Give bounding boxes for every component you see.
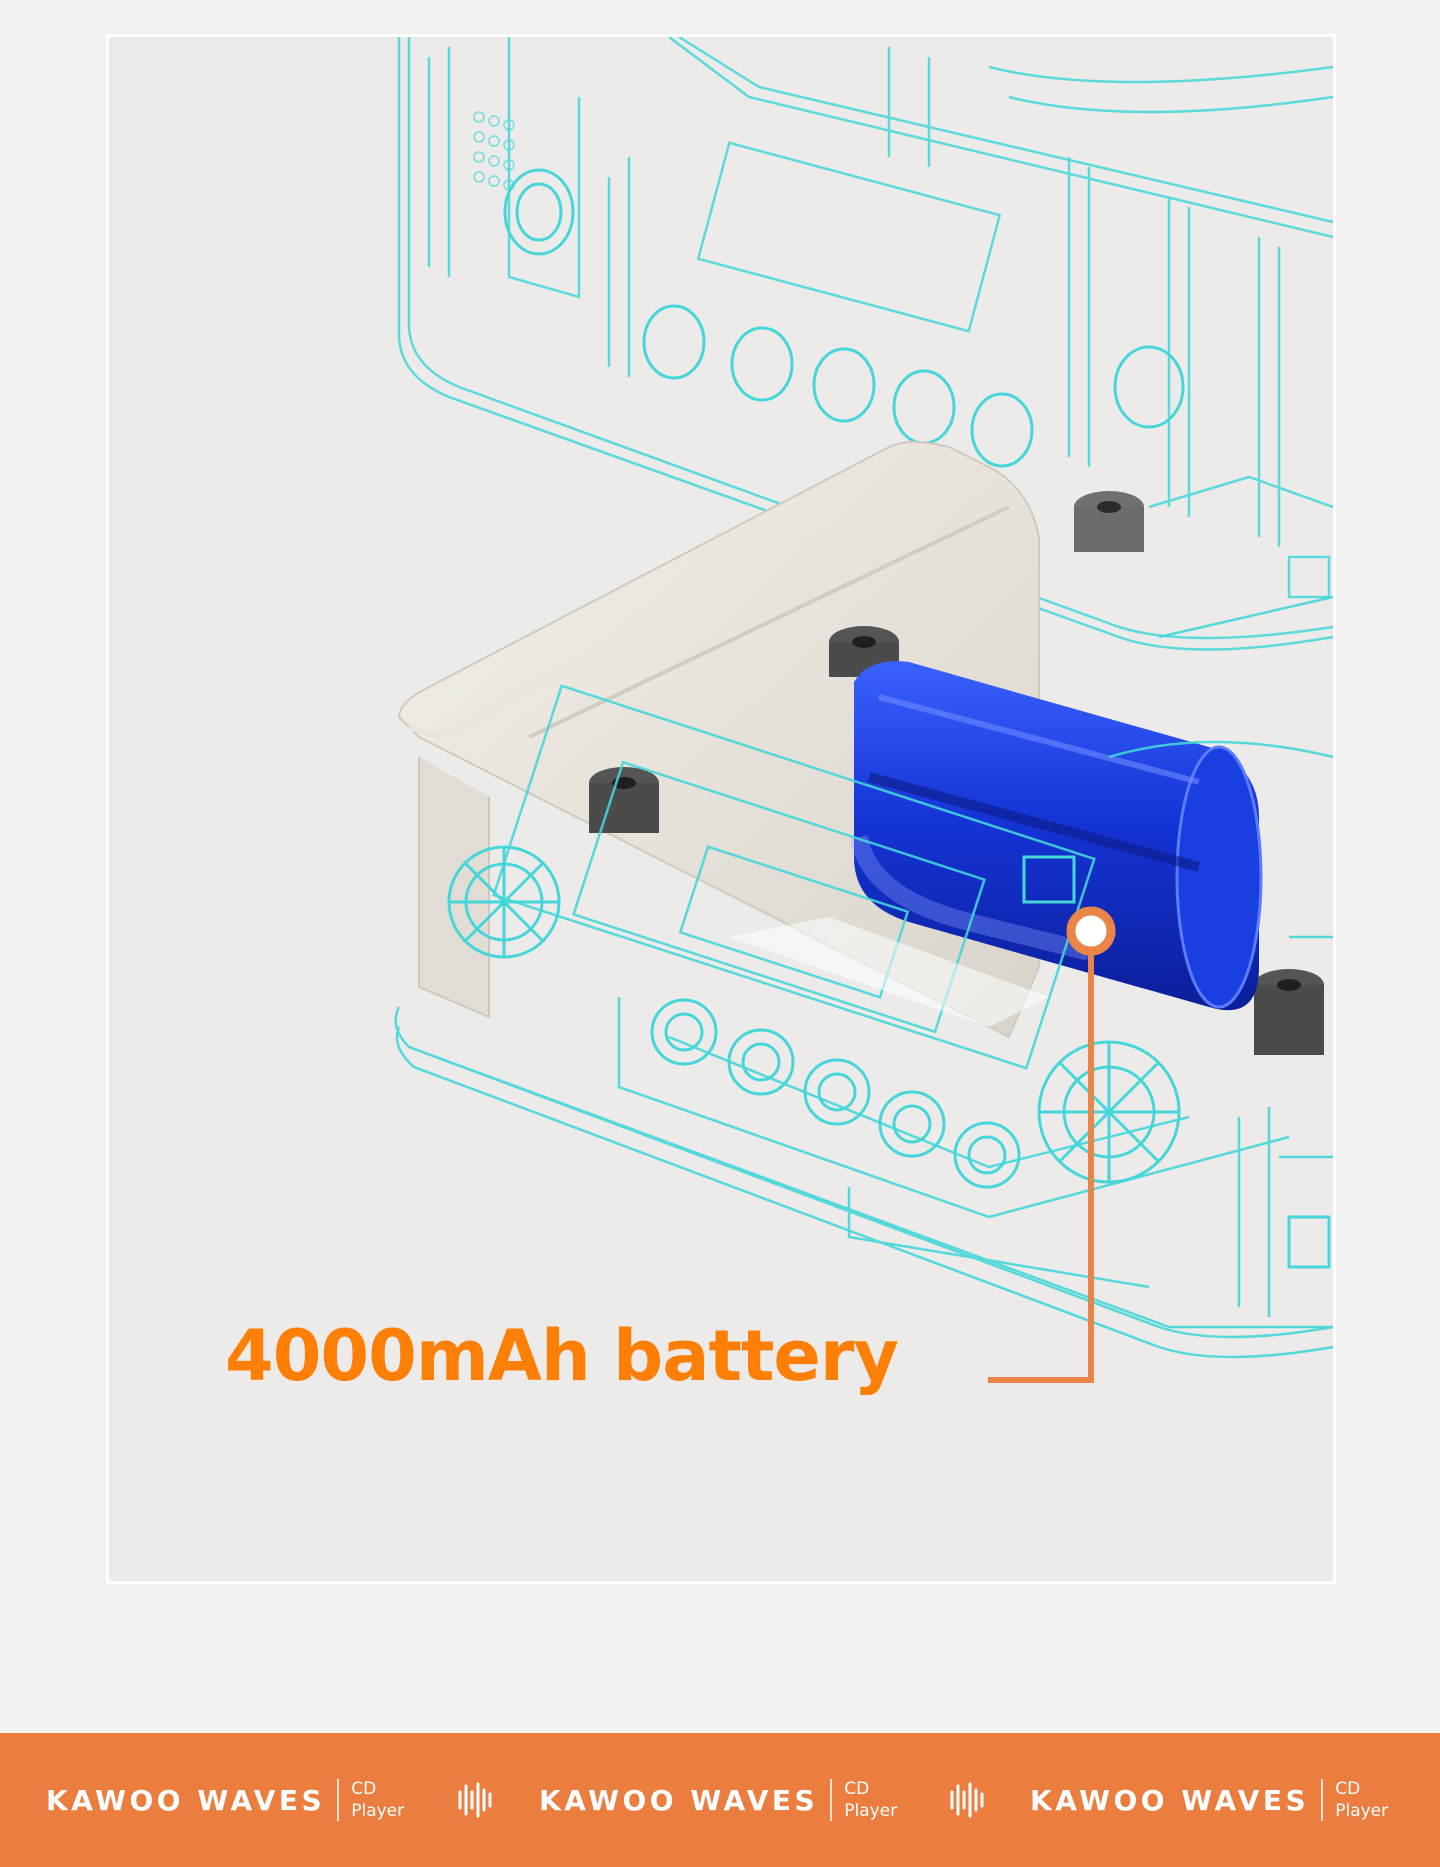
brand-sub-line2: Player	[844, 1801, 898, 1821]
upper-housing-holes	[503, 168, 1185, 468]
brand-divider	[337, 1779, 340, 1821]
brand-sub-line1: CD	[844, 1779, 870, 1799]
brand-sub-line1: CD	[1335, 1779, 1361, 1799]
brand-footer-bar: KAWOO WAVES CD Player KAWOO WAVES CD Pla…	[0, 1733, 1440, 1867]
upper-housing-wireframe	[397, 37, 1333, 651]
product-render-frame: 4000mAh battery	[106, 34, 1336, 1584]
brand-product-type: CD Player	[844, 1778, 897, 1822]
callout-leader	[988, 906, 1116, 1383]
brand-name: KAWOO WAVES	[46, 1783, 326, 1817]
exploded-wireframe-illustration	[394, 37, 1333, 1383]
waveform-logo-icon	[458, 1782, 492, 1818]
brand-sub-line1: CD	[351, 1779, 377, 1799]
lower-housing-knobs	[447, 845, 1331, 1269]
brand-lockup: KAWOO WAVES CD Player	[46, 1733, 404, 1867]
brand-name: KAWOO WAVES	[539, 1783, 819, 1817]
brand-sub-line2: Player	[1335, 1801, 1389, 1821]
brand-sub-line2: Player	[351, 1801, 405, 1821]
rubber-standoffs	[589, 491, 1324, 1055]
feature-caption: 4000mAh battery	[225, 1315, 899, 1397]
lower-housing-wireframe	[394, 595, 1333, 1359]
speaker-grille-dots	[473, 111, 515, 191]
brand-lockup: KAWOO WAVES CD Player	[1030, 1733, 1388, 1867]
waveform-logo-icon	[950, 1782, 984, 1818]
brand-product-type: CD Player	[351, 1778, 404, 1822]
brand-lockup: KAWOO WAVES CD Player	[539, 1733, 897, 1867]
brand-divider	[830, 1779, 833, 1821]
battery-cell	[850, 661, 1263, 1011]
lower-housing-glow	[729, 917, 1049, 1027]
brand-name: KAWOO WAVES	[1030, 1783, 1310, 1817]
brand-divider	[1321, 1779, 1324, 1821]
brand-product-type: CD Player	[1335, 1778, 1388, 1822]
